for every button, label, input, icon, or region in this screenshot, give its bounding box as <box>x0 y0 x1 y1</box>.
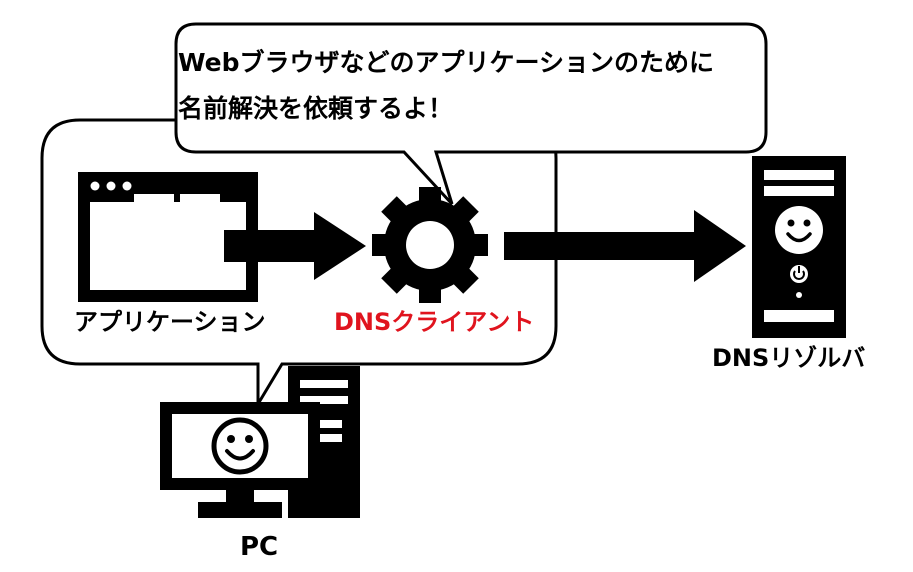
speech-line-1: Webブラウザなどのアプリケーションのために <box>178 48 715 77</box>
dns-resolver-label: DNSリゾルバ <box>712 344 866 372</box>
gear-icon <box>372 187 488 303</box>
server-tower-icon <box>752 156 846 338</box>
pc-smiley-face-icon <box>211 417 269 475</box>
dns-client-label: DNSクライアント <box>334 308 535 336</box>
speech-line-2: 名前解決を依頼するよ！ <box>178 94 454 123</box>
speech-bubble <box>174 22 768 206</box>
power-button-icon <box>790 265 808 283</box>
speech-bubble-text: Webブラウザなどのアプリケーションのために 名前解決を依頼するよ！ <box>178 40 714 132</box>
arrow-dns-client-to-resolver <box>504 210 746 282</box>
arrow-app-to-dns-client <box>224 212 366 280</box>
pc-label: PC <box>240 532 279 562</box>
application-label: アプリケーション <box>74 308 266 336</box>
server-smiley-face-icon <box>775 206 823 254</box>
pc-icon <box>160 366 360 518</box>
